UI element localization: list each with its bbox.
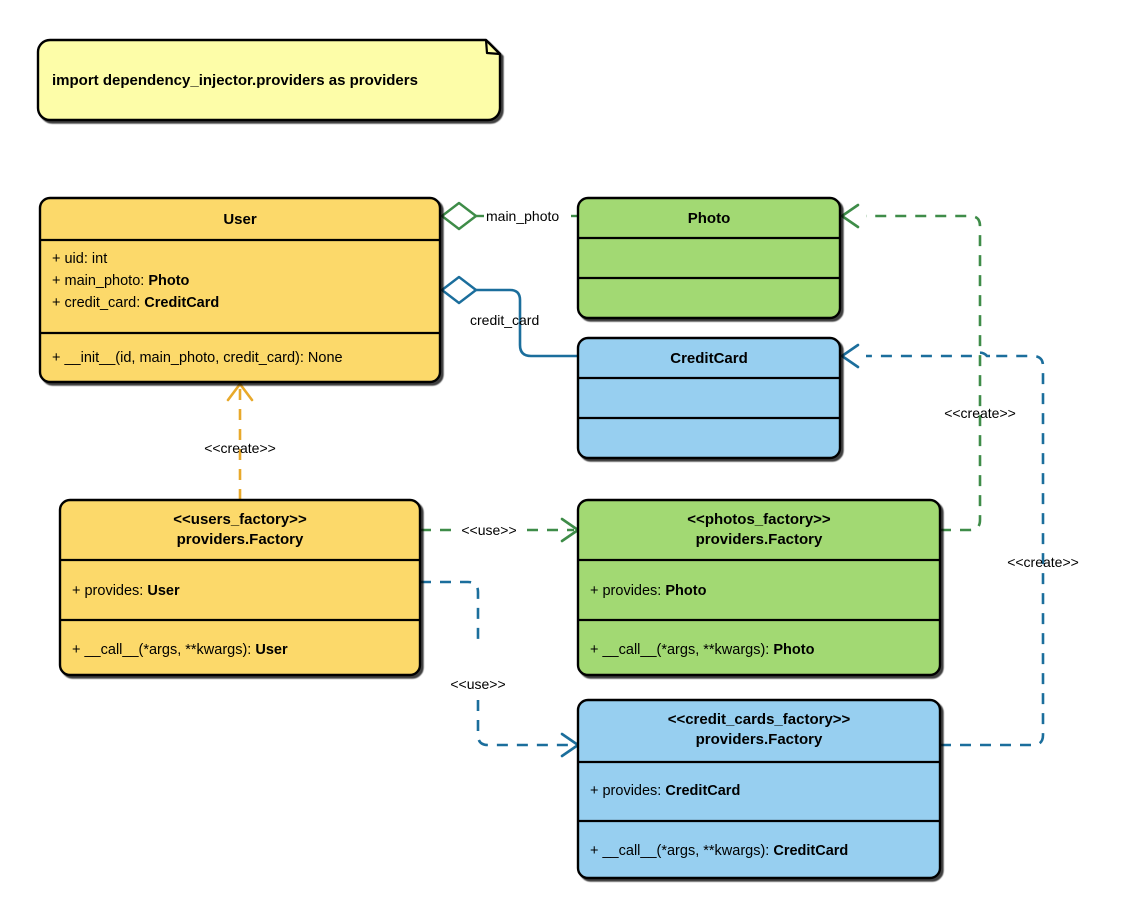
class-box-users-factory[interactable]: <<users_factory>> providers.Factory + pr… bbox=[58, 498, 422, 677]
class-box-photo[interactable]: Photo bbox=[576, 196, 842, 320]
note-body bbox=[36, 38, 502, 122]
edge-create-photo: <<create>> bbox=[840, 203, 1016, 532]
create-user-arrowhead bbox=[226, 382, 254, 402]
photos-factory-attr-0: + provides: Photo bbox=[590, 583, 707, 599]
label-create-user: <<create>> bbox=[204, 440, 276, 456]
credit-cards-factory-stereotype: <<credit_cards_factory>> bbox=[668, 711, 851, 728]
photo-title: Photo bbox=[688, 210, 731, 227]
create-cc-arrowhead bbox=[840, 343, 860, 369]
creditcard-box-body bbox=[576, 336, 842, 460]
create-photo-path bbox=[866, 214, 982, 532]
user-method-0: + __init__(id, main_photo, credit_card):… bbox=[52, 350, 343, 366]
users-factory-title: providers.Factory bbox=[177, 531, 304, 548]
user-attr-0: + uid: int bbox=[52, 251, 107, 267]
create-cc-line-hop bbox=[866, 351, 990, 358]
credit-card-elbow-path bbox=[474, 288, 580, 358]
user-attr-1: + main_photo: Photo bbox=[52, 273, 190, 289]
label-create-photo: <<create>> bbox=[944, 405, 1016, 421]
photos-factory-title: providers.Factory bbox=[696, 531, 823, 548]
edge-use-photos-factory: <<use>> bbox=[420, 517, 580, 543]
label-credit-card: credit_card bbox=[470, 312, 539, 328]
edge-user-creditcard-aggregation: credit_card bbox=[440, 275, 580, 358]
class-box-photos-factory[interactable]: <<photos_factory>> providers.Factory + p… bbox=[576, 498, 942, 677]
aggregation-diamond-credit-card bbox=[440, 275, 478, 305]
aggregation-diamond-main-photo bbox=[440, 201, 478, 231]
user-box-body bbox=[38, 196, 442, 384]
photos-factory-box-body bbox=[576, 498, 942, 677]
note-text: import dependency_injector.providers as … bbox=[52, 72, 418, 89]
class-box-user[interactable]: User + uid: int + main_photo: Photo + cr… bbox=[38, 196, 442, 384]
users-factory-method-0: + __call__(*args, **kwargs): User bbox=[72, 642, 288, 658]
import-note: import dependency_injector.providers as … bbox=[36, 38, 502, 122]
create-photo-arrowhead bbox=[840, 203, 860, 229]
edge-use-credit-cards-factory: <<use>> bbox=[420, 580, 580, 758]
edge-create-credit-card: <<create>> bbox=[840, 343, 1079, 747]
label-create-credit-card: <<create>> bbox=[1007, 554, 1079, 570]
class-box-credit-cards-factory[interactable]: <<credit_cards_factory>> providers.Facto… bbox=[576, 698, 942, 880]
note-fold-corner bbox=[484, 39, 501, 56]
credit-cards-factory-method-0: + __call__(*args, **kwargs): CreditCard bbox=[590, 843, 848, 859]
use-cc-line-top bbox=[420, 580, 480, 640]
users-factory-box-body bbox=[58, 498, 422, 677]
credit-cards-factory-attr-0: + provides: CreditCard bbox=[590, 783, 740, 799]
user-title: User bbox=[223, 211, 257, 228]
label-use-photos: <<use>> bbox=[461, 522, 516, 538]
photos-factory-method-0: + __call__(*args, **kwargs): Photo bbox=[590, 642, 815, 658]
users-factory-stereotype: <<users_factory>> bbox=[173, 511, 307, 528]
use-cc-line-bottom bbox=[476, 700, 574, 747]
creditcard-title: CreditCard bbox=[670, 350, 748, 367]
class-box-creditcard[interactable]: CreditCard bbox=[576, 336, 842, 460]
users-factory-attr-0: + provides: User bbox=[72, 583, 180, 599]
credit-cards-factory-title: providers.Factory bbox=[696, 731, 823, 748]
photo-box-body bbox=[576, 196, 842, 320]
photos-factory-stereotype: <<photos_factory>> bbox=[687, 511, 831, 528]
label-main-photo: main_photo bbox=[486, 208, 559, 224]
credit-cards-factory-box-body bbox=[576, 698, 942, 880]
edge-create-user: <<create>> bbox=[204, 382, 276, 500]
create-cc-path-right bbox=[940, 354, 1045, 747]
edge-user-photo-aggregation: main_photo bbox=[440, 201, 578, 231]
label-use-credit-cards: <<use>> bbox=[450, 676, 505, 692]
user-attr-2: + credit_card: CreditCard bbox=[52, 295, 219, 311]
